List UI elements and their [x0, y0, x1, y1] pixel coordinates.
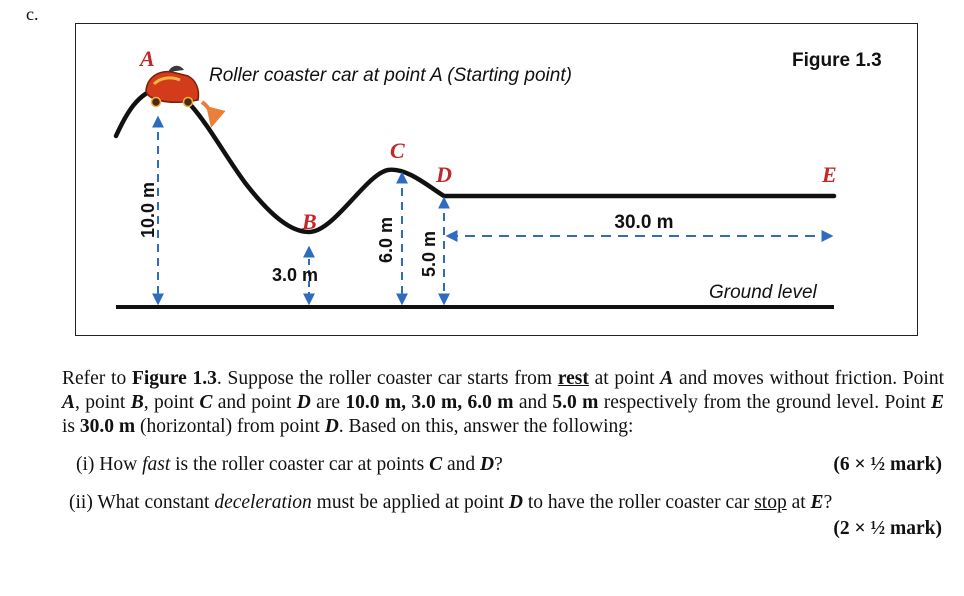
figure-caption: Figure 1.3 [792, 50, 882, 71]
height-b-label: 3.0 m [272, 265, 318, 285]
point-b-label: B [301, 209, 317, 234]
ground-level-label: Ground level [709, 282, 818, 303]
car-description: Roller coaster car at point A (Starting … [209, 65, 572, 86]
problem-paragraph: Refer to Figure 1.3. Suppose the roller … [62, 368, 945, 437]
question-1: (i) How fast is the roller coaster car a… [76, 454, 503, 475]
point-a-label: A [138, 46, 155, 71]
roller-coaster-track [113, 85, 837, 235]
distance-de-label: 30.0 m [614, 212, 673, 233]
point-c-label: C [390, 138, 405, 163]
figure-1-3: A B C D E Figure 1.3 Roller coaster car … [75, 23, 918, 336]
question-2: (ii) What constant deceleration must be … [69, 492, 833, 513]
question-2-marks: (2 × ½ mark) [833, 518, 942, 539]
question-1-marks: (6 × ½ mark) [833, 454, 942, 475]
rest-keyword: rest [557, 368, 589, 389]
point-e-label: E [821, 162, 837, 187]
height-c-label: 6.0 m [376, 217, 396, 263]
height-d-label: 5.0 m [419, 231, 439, 277]
roller-coaster-diagram: A B C D E Figure 1.3 Roller coaster car … [113, 46, 882, 309]
point-d-label: D [435, 162, 452, 187]
question-label: c. [26, 4, 39, 24]
motion-arrow [200, 100, 226, 128]
figure-reference: Figure 1.3 [131, 368, 217, 389]
roller-coaster-car-icon [145, 65, 200, 108]
height-a-label: 10.0 m [138, 182, 158, 238]
